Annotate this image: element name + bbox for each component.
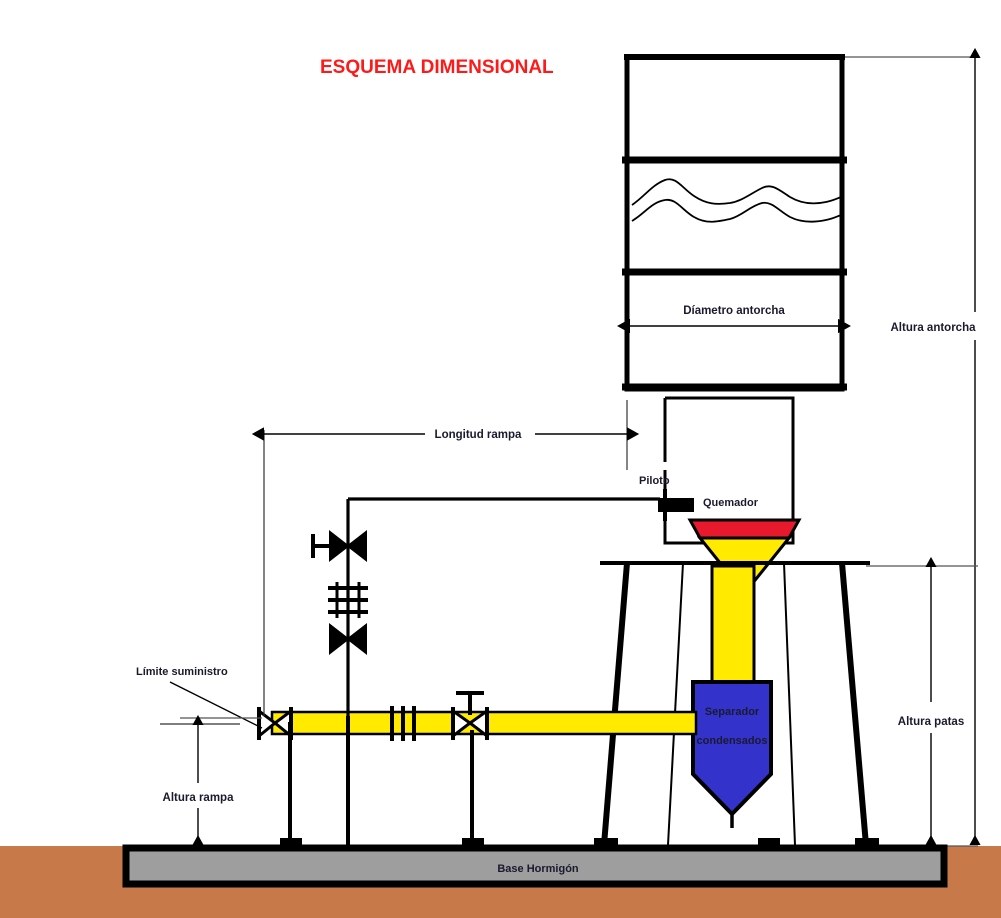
leg-footplate-left — [594, 838, 618, 847]
ramp-support-posts — [280, 716, 484, 847]
gate-valve-lower[interactable] — [329, 622, 367, 656]
page-title: ESQUEMA DIMENSIONAL — [320, 57, 554, 78]
concrete-base-slab — [122, 844, 948, 888]
dim-ramp-height: Altura rampa — [160, 714, 240, 845]
supply-limit-leader — [169, 681, 263, 729]
burner-chamber: Piloto Quemador — [348, 396, 795, 545]
gate-valve-ramp-right[interactable] — [451, 691, 489, 740]
stack-body — [624, 54, 845, 392]
gate-valve-upper[interactable] — [311, 529, 367, 563]
riser-pipe — [710, 564, 756, 692]
dim-flare-diameter-label: Díametro antorcha — [683, 305, 785, 317]
dim-flare-height-label: Altura antorcha — [891, 322, 977, 334]
dim-flare-height: Altura antorcha — [845, 47, 981, 847]
strainer-icon — [328, 582, 368, 618]
condensate-separator: Separador condensados — [691, 680, 773, 828]
leg-left-outer — [601, 562, 630, 846]
valve-train-vertical — [311, 529, 368, 656]
supply-limit-annotation: Límite suministro — [136, 666, 263, 729]
concrete-base-label: Base Hormigón — [497, 863, 579, 875]
dim-legs-height-label: Altura patas — [898, 716, 964, 728]
dim-ramp-length-label: Longitud rampa — [435, 429, 522, 441]
dim-flare-diameter: Díametro antorcha — [617, 305, 851, 334]
separator-label-line1: Separador — [705, 706, 760, 718]
burner-red-band — [687, 518, 802, 540]
separator-label-line2: condensados — [697, 735, 768, 747]
pilot-label: Piloto — [639, 475, 670, 487]
leg-right-outer — [839, 562, 869, 846]
break-line-icon — [631, 178, 842, 223]
dim-ramp-length: Longitud rampa — [251, 400, 640, 716]
leg-left-inner — [667, 562, 684, 846]
burner-label: Quemador — [703, 497, 759, 509]
concrete-base: Base Hormigón — [122, 844, 948, 888]
refractory-lining — [663, 396, 795, 545]
supply-limit-label: Límite suministro — [136, 666, 228, 678]
separator-vessel — [691, 680, 773, 817]
funnel-assembly — [687, 518, 802, 692]
leg-footplate-center — [758, 838, 780, 847]
dim-ramp-height-label: Altura rampa — [163, 792, 235, 804]
leg-footplate-right — [855, 838, 879, 847]
ramp-footplate-left — [280, 838, 302, 847]
flange-icon — [390, 706, 416, 741]
dim-legs-height: Altura patas — [866, 556, 978, 845]
ramp-footplate-right — [462, 838, 484, 847]
flare-stack — [622, 54, 847, 392]
support-legs — [594, 561, 879, 847]
leg-right-inner — [783, 562, 796, 846]
